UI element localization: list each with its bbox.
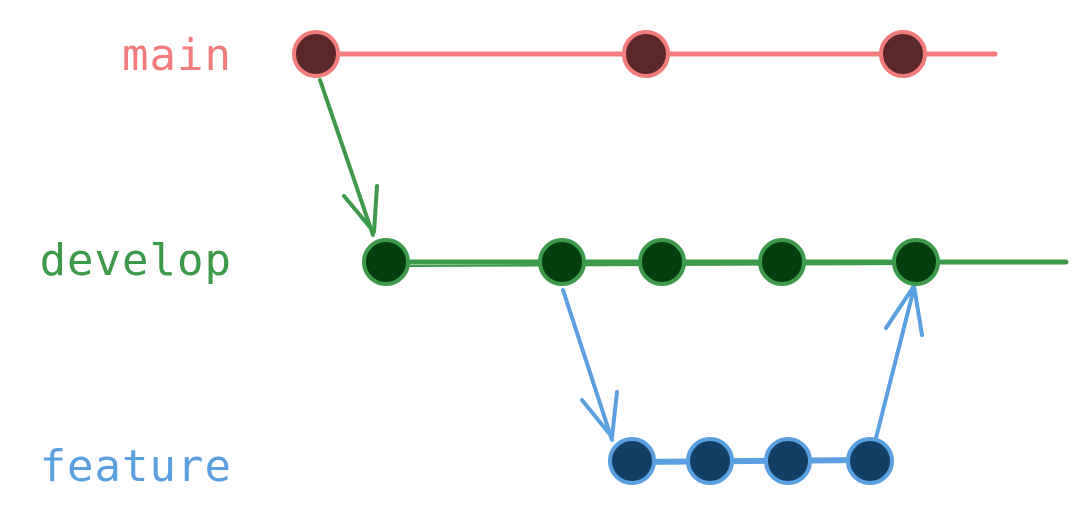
- branch-lines: [313, 51, 1069, 465]
- commit-node-feature-4: [846, 437, 894, 485]
- commit-node-main-3: [879, 30, 927, 78]
- commit-node-develop-3: [638, 238, 686, 286]
- branch-label-develop: develop: [40, 235, 232, 286]
- commit-node-feature-1: [608, 437, 656, 485]
- arrow-feature-to-develop: [874, 284, 924, 440]
- arrow-main-to-develop: [318, 78, 379, 237]
- commit-node-develop-4: [758, 238, 806, 286]
- commit-node-develop-5: [892, 238, 940, 286]
- commit-node-main-2: [622, 30, 670, 78]
- branch-label-main: main: [122, 30, 232, 81]
- branch-arrows: [318, 78, 924, 442]
- commit-nodes: [292, 30, 940, 485]
- arrow-develop-to-feature: [561, 288, 619, 442]
- commit-node-feature-2: [686, 437, 734, 485]
- branch-line-feature: [629, 457, 873, 465]
- commit-node-develop-1: [362, 238, 410, 286]
- branch-label-feature: feature: [40, 441, 232, 492]
- commit-node-develop-2: [538, 238, 586, 286]
- commit-node-feature-3: [764, 437, 812, 485]
- commit-node-main-1: [292, 30, 340, 78]
